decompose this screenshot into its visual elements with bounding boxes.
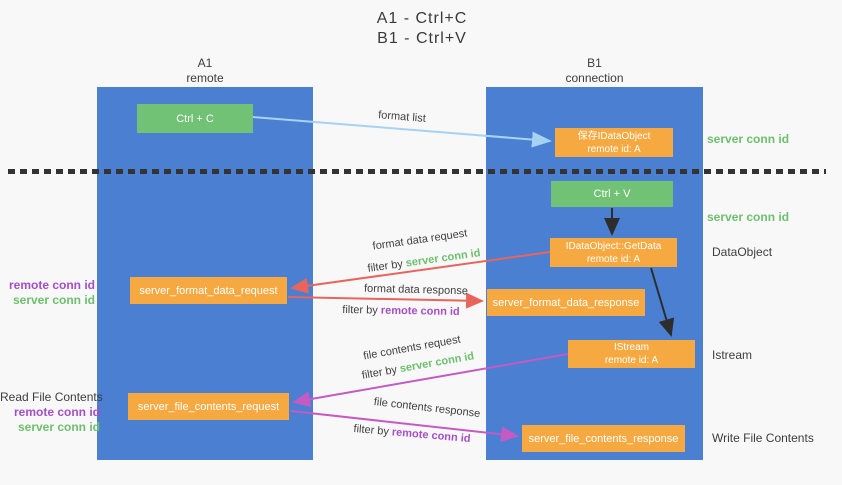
node-ctrl-c: Ctrl + C bbox=[137, 104, 253, 133]
node-server-file-contents-response-label: server_file_contents_response bbox=[528, 432, 679, 445]
filter-by-text: filter by bbox=[360, 363, 398, 382]
label-filter-remote-conn-1: filter by remote conn id bbox=[342, 304, 460, 318]
label-format-list-text: format list bbox=[377, 109, 427, 125]
node-ctrl-v: Ctrl + V bbox=[551, 181, 673, 207]
label-format-data-response-text: format data response bbox=[363, 282, 469, 298]
annotation-istream: Istream bbox=[712, 348, 753, 362]
node-save-idataobject-line2: remote id: A bbox=[587, 143, 641, 155]
remote-conn-id-text: remote conn id bbox=[391, 426, 471, 446]
node-istream: IStream remote id: A bbox=[568, 340, 695, 368]
node-server-format-data-response: server_format_data_response bbox=[487, 289, 645, 316]
node-istream-line2: remote id: A bbox=[604, 355, 659, 366]
diagram-title: A1 - Ctrl+C B1 - Ctrl+V bbox=[332, 9, 512, 49]
node-save-idataobject: 保存IDataObject remote id: A bbox=[555, 128, 673, 157]
filter-by-text: filter by bbox=[366, 258, 404, 275]
annotation-read-file-contents: Read File Contents bbox=[0, 390, 103, 404]
annotation-dataobject: DataObject bbox=[712, 245, 773, 259]
arrow-format-data-response bbox=[287, 292, 484, 309]
node-server-file-contents-request: server_file_contents_request bbox=[128, 393, 289, 420]
annotation-remote-conn-id: remote conn id bbox=[13, 405, 100, 419]
node-idataobject-getdata-line2: remote id: A bbox=[586, 253, 641, 265]
annotation-remote-conn-id: remote conn id bbox=[8, 278, 95, 292]
node-idataobject-getdata: IDataObject::GetData remote id: A bbox=[550, 238, 677, 267]
filter-by-text: filter by bbox=[342, 303, 378, 317]
server-conn-id-text: server conn id bbox=[405, 247, 482, 270]
node-server-format-data-request-label: server_format_data_request bbox=[139, 284, 278, 297]
label-format-list: format list bbox=[378, 109, 426, 125]
remote-conn-id-text: remote conn id bbox=[380, 304, 460, 319]
label-format-data-request-text: format data request bbox=[371, 227, 469, 253]
lifeline-header-a1: A1 remote bbox=[97, 56, 313, 86]
label-format-data-response: format data response bbox=[364, 283, 468, 298]
filter-by-text: filter by bbox=[353, 422, 390, 438]
annotation-conn-ids-format: remote conn id server conn id bbox=[0, 278, 95, 308]
node-save-idataobject-line1: 保存IDataObject bbox=[577, 130, 651, 142]
annotation-server-conn-id-top: server conn id bbox=[707, 132, 790, 146]
node-server-file-contents-request-label: server_file_contents_request bbox=[137, 400, 280, 413]
lifeline-header-b1: B1 connection bbox=[486, 56, 703, 86]
lifeline-b1-role: connection bbox=[565, 71, 624, 85]
label-format-data-request: format data request bbox=[372, 227, 468, 252]
lifeline-a1-name: A1 bbox=[197, 56, 213, 70]
node-server-format-data-response-label: server_format_data_response bbox=[492, 296, 640, 309]
annotation-server-conn-id: server conn id bbox=[12, 293, 95, 307]
phase-separator-dotted-line bbox=[8, 169, 826, 174]
label-filter-remote-conn-2: filter by remote conn id bbox=[353, 423, 471, 445]
annotation-server-conn-id-mid: server conn id bbox=[707, 210, 790, 224]
node-istream-line1: IStream bbox=[613, 342, 649, 353]
label-file-contents-response-text: file contents response bbox=[373, 395, 481, 421]
title-line-1: A1 - Ctrl+C bbox=[376, 10, 468, 27]
node-ctrl-v-label: Ctrl + V bbox=[593, 188, 631, 200]
label-filter-server-conn-1: filter by server conn id bbox=[367, 247, 481, 275]
lifeline-b1-name: B1 bbox=[587, 56, 602, 70]
title-line-2: B1 - Ctrl+V bbox=[377, 30, 467, 47]
lifeline-a1-role: remote bbox=[186, 71, 224, 85]
node-ctrl-c-label: Ctrl + C bbox=[176, 112, 214, 125]
annotation-server-conn-id: server conn id bbox=[17, 420, 100, 434]
node-idataobject-getdata-line1: IDataObject::GetData bbox=[565, 240, 662, 252]
annotation-write-file-contents: Write File Contents bbox=[712, 431, 814, 445]
node-server-file-contents-response: server_file_contents_response bbox=[522, 425, 685, 452]
annotation-read-file-contents-block: Read File Contents remote conn id server… bbox=[0, 390, 103, 435]
node-server-format-data-request: server_format_data_request bbox=[130, 277, 287, 304]
label-file-contents-response: file contents response bbox=[373, 396, 481, 420]
